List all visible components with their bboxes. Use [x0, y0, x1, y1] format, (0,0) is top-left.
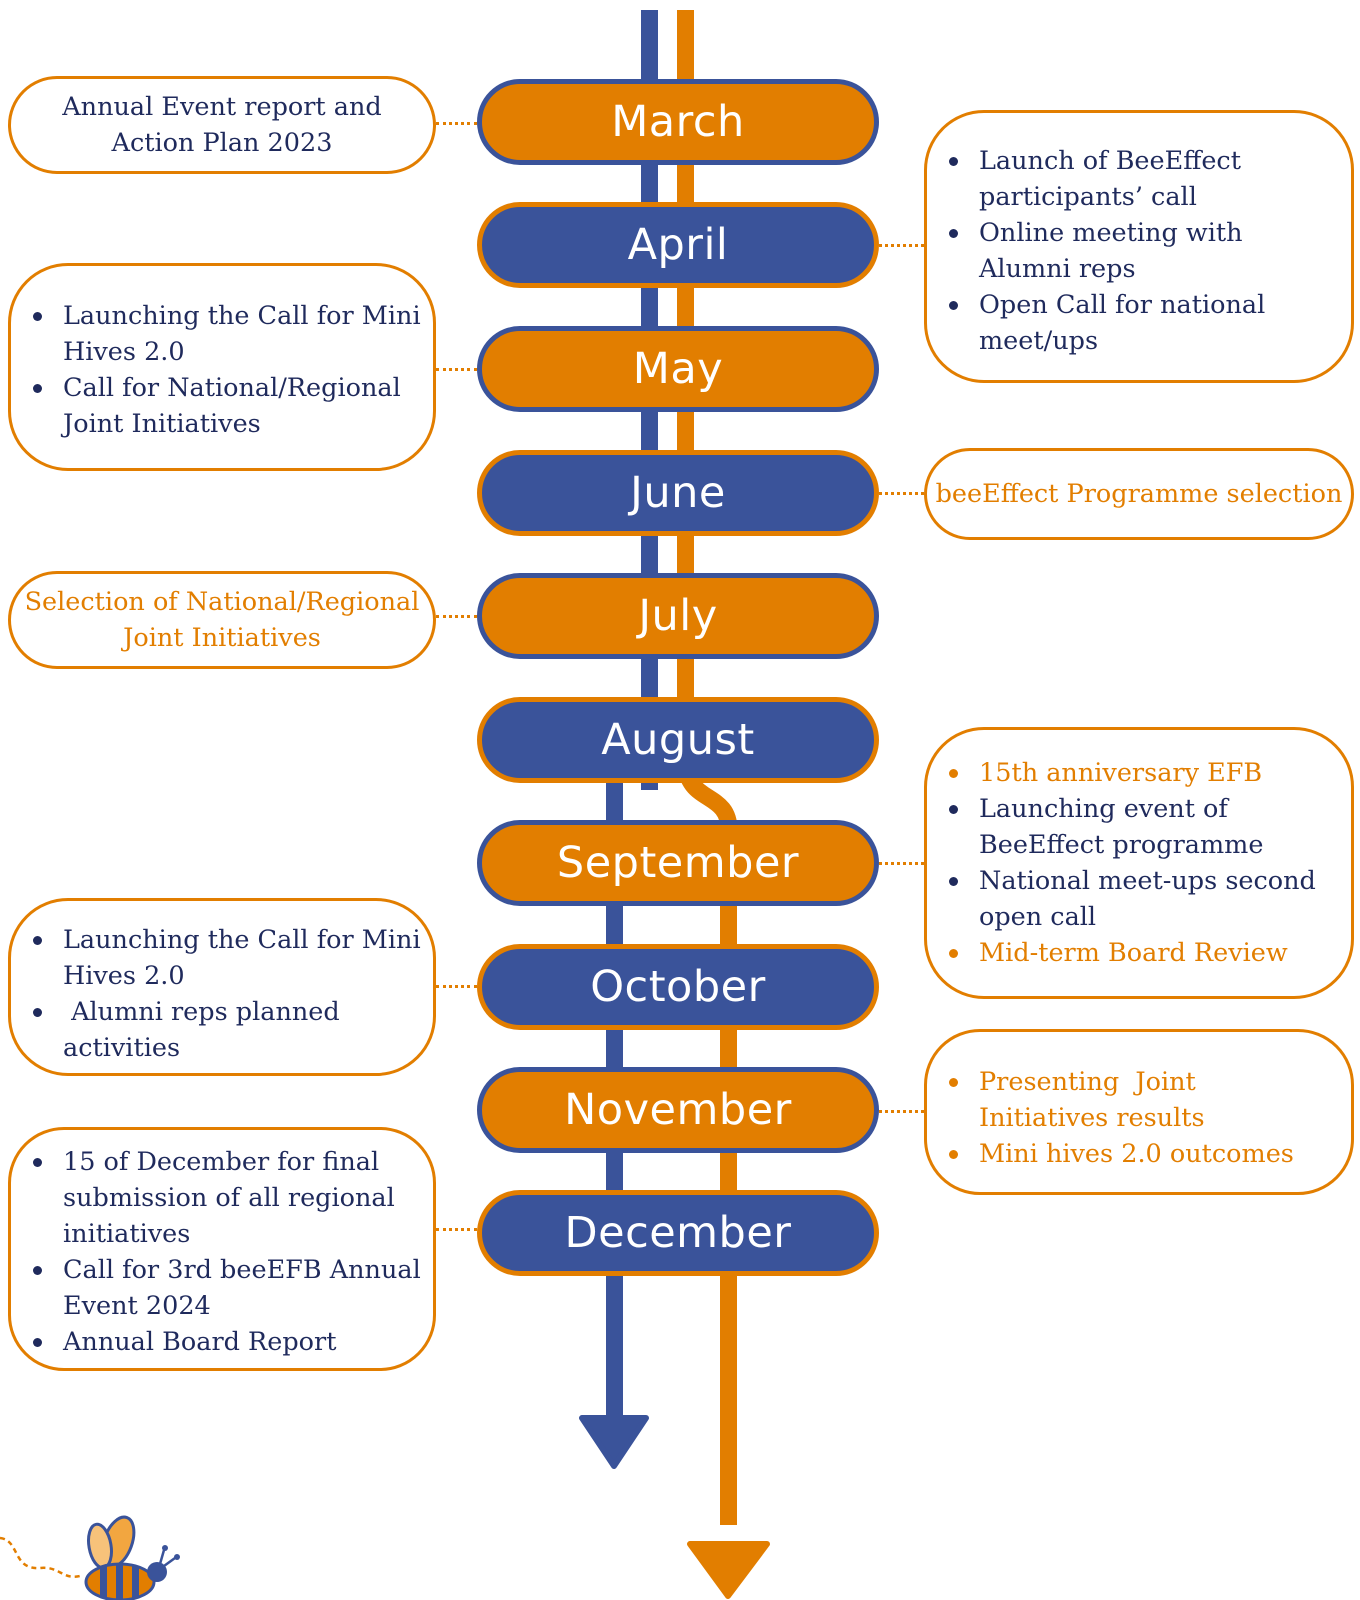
- list-item: Call for 3rd beeEFB Annual Event 2024: [11, 1252, 421, 1324]
- month-september: September: [477, 820, 879, 906]
- month-label: August: [601, 715, 755, 765]
- list-item: 15th anniversary EFB: [927, 755, 1341, 791]
- connector-march: [436, 122, 477, 125]
- note-july: Selection of National/Regional Joint Ini…: [8, 571, 436, 669]
- connector-may: [436, 368, 477, 371]
- note-march: Annual Event report and Action Plan 2023: [8, 76, 436, 174]
- month-november: November: [477, 1067, 879, 1153]
- month-march: March: [477, 79, 879, 165]
- list-item: 15 of December for final submission of a…: [11, 1144, 421, 1252]
- list-item: Mid-term Board Review: [927, 935, 1341, 971]
- note-september: 15th anniversary EFB Launching event of …: [924, 727, 1354, 999]
- connector-october: [436, 985, 477, 988]
- bullet-list: Launch of BeeEffect participants’ call O…: [927, 143, 1337, 359]
- note-text: beeEffect Programme selection: [935, 479, 1343, 509]
- month-label: May: [632, 344, 724, 394]
- bee-icon: [0, 1515, 180, 1600]
- bullet-list: 15 of December for final submission of a…: [11, 1144, 421, 1360]
- list-item: Open Call for national meet/ups: [927, 287, 1337, 359]
- note-october: Launching the Call for Mini Hives 2.0 Al…: [8, 898, 436, 1076]
- month-label: July: [638, 591, 718, 641]
- bullet-list: Launching the Call for Mini Hives 2.0 Ca…: [11, 298, 421, 442]
- note-may: Launching the Call for Mini Hives 2.0 Ca…: [8, 263, 436, 471]
- list-item: Annual Board Report: [11, 1324, 421, 1360]
- month-label: October: [590, 962, 766, 1012]
- list-item: Online meeting with Alumni reps: [927, 215, 1337, 287]
- month-april: April: [477, 202, 879, 288]
- month-label: December: [564, 1208, 792, 1258]
- connector-september: [879, 862, 924, 865]
- month-july: July: [477, 573, 879, 659]
- month-label: April: [627, 220, 729, 270]
- list-item: Launching the Call for Mini Hives 2.0: [11, 922, 421, 994]
- list-item: Launching the Call for Mini Hives 2.0: [11, 298, 421, 370]
- connector-july: [436, 615, 477, 618]
- list-item: Alumni reps planned activities: [11, 994, 421, 1066]
- note-november: Presenting Joint Initiatives results Min…: [924, 1029, 1354, 1195]
- list-item: National meet-ups second open call: [927, 863, 1341, 935]
- month-label: September: [556, 838, 800, 888]
- month-december: December: [477, 1190, 879, 1276]
- note-april: Launch of BeeEffect participants’ call O…: [924, 110, 1354, 383]
- orange-line-lower: [720, 820, 737, 1525]
- connector-november: [879, 1110, 924, 1113]
- note-december: 15 of December for final submission of a…: [8, 1127, 436, 1371]
- list-item: Launch of BeeEffect participants’ call: [927, 143, 1337, 215]
- connector-april: [879, 244, 924, 247]
- list-item: Presenting Joint Initiatives results: [927, 1064, 1341, 1136]
- note-text: Selection of National/Regional Joint Ini…: [24, 587, 420, 653]
- note-june: beeEffect Programme selection: [924, 448, 1354, 540]
- orange-arrowhead: [687, 1541, 770, 1599]
- blue-arrowhead: [579, 1415, 649, 1469]
- connector-june: [879, 492, 924, 495]
- month-june: June: [477, 450, 879, 536]
- list-item: Mini hives 2.0 outcomes: [927, 1136, 1341, 1172]
- month-label: June: [630, 468, 726, 518]
- month-label: November: [564, 1085, 792, 1135]
- bullet-list: Presenting Joint Initiatives results Min…: [927, 1064, 1341, 1172]
- list-item: Call for National/Regional Joint Initiat…: [11, 370, 421, 442]
- connector-december: [436, 1228, 477, 1231]
- month-august: August: [477, 697, 879, 783]
- note-text: Annual Event report and Action Plan 2023: [62, 92, 382, 158]
- month-october: October: [477, 944, 879, 1030]
- month-label: March: [611, 97, 745, 147]
- bullet-list: 15th anniversary EFB Launching event of …: [927, 755, 1341, 971]
- list-item: Launching event of BeeEffect programme: [927, 791, 1341, 863]
- bullet-list: Launching the Call for Mini Hives 2.0 Al…: [11, 922, 421, 1066]
- month-may: May: [477, 326, 879, 412]
